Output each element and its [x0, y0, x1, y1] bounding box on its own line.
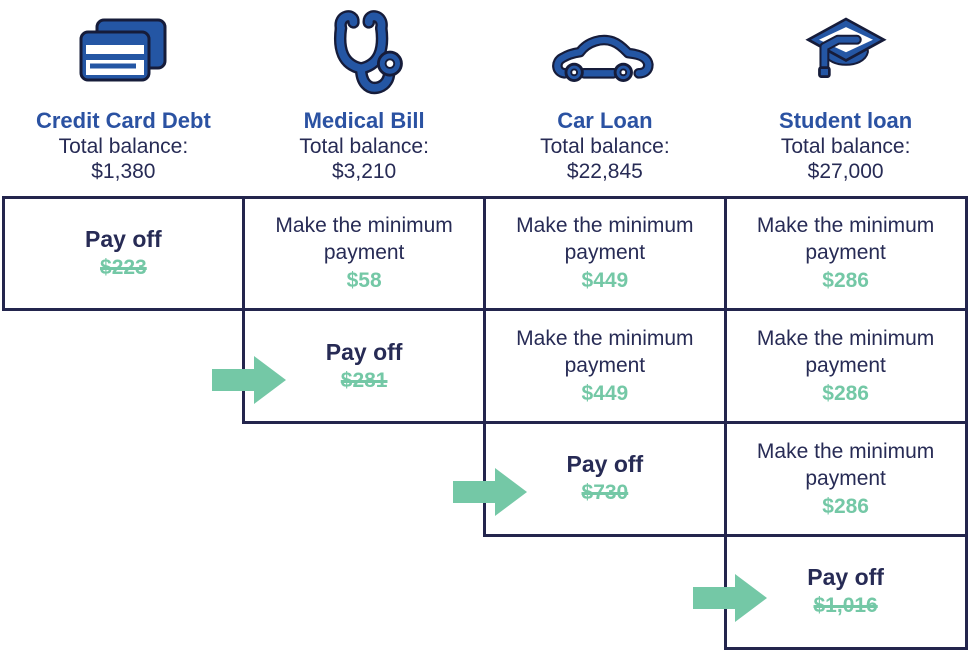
balance-value: $1,380	[91, 160, 156, 183]
balance-label: Total balance:	[540, 135, 670, 158]
min-payment-amount: $58	[346, 269, 382, 293]
cell-payoff-credit-card: Pay off $223	[1, 195, 246, 312]
green-arrow-icon	[693, 574, 767, 622]
debt-column-medical-bill: Medical Bill Total balance: $3,210	[244, 2, 485, 184]
payoff-amount: $281	[340, 368, 388, 392]
min-payment-amount: $286	[822, 269, 869, 293]
cell-payoff-car-loan: Pay off $730	[483, 421, 727, 537]
cell-payoff-student-loan: Pay off $1,016	[723, 533, 968, 650]
debt-headers: Credit Card Debt Total balance: $1,380	[3, 2, 966, 184]
payoff-label: Pay off	[566, 451, 644, 478]
payoff-label: Pay off	[325, 338, 403, 365]
green-arrow-icon	[453, 468, 527, 516]
balance-value: $22,845	[566, 160, 643, 183]
cell-min-student-loan-step2: Make the minimum payment $286	[723, 308, 968, 424]
debt-title: Medical Bill	[303, 108, 425, 133]
cell-min-medical-bill-step1: Make the minimum payment $58	[242, 195, 486, 312]
balance-label: Total balance:	[299, 135, 429, 158]
payoff-label: Pay off	[807, 564, 884, 591]
payoff-amount: $1,016	[813, 594, 878, 618]
min-payment-label: Make the minimum payment	[275, 214, 453, 265]
debt-column-car-loan: Car Loan Total balance: $22,845	[485, 2, 726, 184]
cell-min-student-loan-step3: Make the minimum payment $286	[723, 421, 968, 537]
min-payment-amount: $449	[581, 269, 629, 293]
stethoscope-icon	[316, 2, 412, 108]
balance-value: $3,210	[332, 160, 397, 183]
debt-column-student-loan: Student loan Total balance: $27,000	[725, 2, 966, 184]
min-payment-label: Make the minimum payment	[516, 327, 694, 378]
min-payment-amount: $449	[581, 382, 629, 406]
min-payment-label: Make the minimum payment	[756, 327, 935, 378]
cell-min-car-loan-step2: Make the minimum payment $449	[483, 308, 727, 424]
payment-steps-table: Pay off $223 Make the minimum payment $5…	[1, 195, 968, 650]
car-icon	[552, 2, 658, 108]
min-payment-label: Make the minimum payment	[756, 439, 935, 490]
min-payment-amount: $286	[822, 382, 869, 406]
green-arrow-icon	[212, 356, 286, 404]
cell-min-car-loan-step1: Make the minimum payment $449	[483, 195, 727, 312]
payoff-amount: $730	[581, 481, 629, 505]
min-payment-label: Make the minimum payment	[756, 214, 935, 265]
debt-title: Student loan	[779, 108, 913, 133]
debt-column-credit-card: Credit Card Debt Total balance: $1,380	[3, 2, 244, 184]
cell-min-student-loan-step1: Make the minimum payment $286	[723, 195, 968, 312]
balance-label: Total balance:	[780, 135, 911, 158]
payoff-amount: $223	[100, 255, 147, 279]
balance-value: $27,000	[807, 160, 884, 183]
payoff-label: Pay off	[85, 225, 162, 252]
min-payment-amount: $286	[822, 494, 869, 518]
graduation-cap-icon	[801, 2, 891, 108]
debt-title: Car Loan	[557, 108, 653, 133]
min-payment-label: Make the minimum payment	[516, 214, 694, 265]
balance-label: Total balance:	[58, 135, 189, 158]
debt-title: Credit Card Debt	[35, 108, 211, 133]
credit-card-icon	[73, 2, 173, 108]
